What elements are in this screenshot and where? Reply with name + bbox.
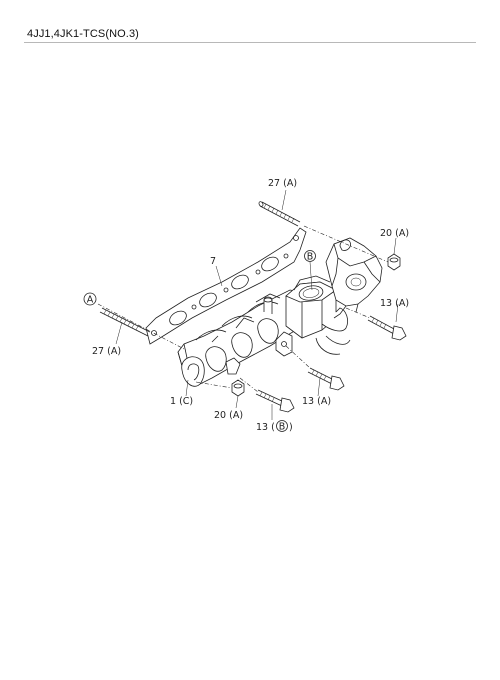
bolt-13-center bbox=[307, 367, 345, 391]
callout-bolt-center: 13 (A) bbox=[302, 396, 331, 407]
intake-manifold-gasket bbox=[145, 227, 307, 345]
callout-stud-top: 27 (A) bbox=[268, 178, 297, 189]
nut-20-bottom bbox=[231, 379, 245, 397]
nut-20-top bbox=[387, 253, 401, 271]
callout-gasket: 7 bbox=[210, 256, 216, 267]
ref-marker-circle-b-top bbox=[304, 250, 316, 262]
ref-marker-b: B bbox=[307, 252, 314, 263]
ref-marker-circle-b bbox=[276, 420, 288, 432]
leader-lines bbox=[115, 189, 399, 420]
callout-nut-top: 20 (A) bbox=[380, 228, 409, 239]
callout-bolt-bottom-suffix: ) bbox=[289, 422, 293, 433]
stud-27-top bbox=[258, 201, 301, 227]
callout-bolt-bottom-prefix: 13 ( bbox=[256, 422, 275, 433]
bolt-13-bottom bbox=[255, 389, 295, 413]
intake-manifold bbox=[177, 275, 351, 387]
bolt-13-right bbox=[367, 315, 407, 341]
callout-nut-bottom: 20 (A) bbox=[214, 410, 243, 421]
callout-manifold: 1 (C) bbox=[170, 396, 193, 407]
header-divider bbox=[24, 42, 476, 43]
stud-27-left bbox=[99, 307, 151, 337]
callout-stud-left: 27 (A) bbox=[92, 346, 121, 357]
page-title: 4JJ1,4JK1-TCS(NO.3) bbox=[27, 28, 139, 40]
ref-marker-circle-a bbox=[83, 292, 97, 306]
side-bracket bbox=[325, 237, 383, 319]
callout-bolt-bottom-ref: B bbox=[279, 422, 286, 433]
center-lines bbox=[97, 225, 389, 393]
callout-bolt-right: 13 (A) bbox=[380, 298, 409, 309]
ref-marker-a: A bbox=[87, 295, 94, 306]
